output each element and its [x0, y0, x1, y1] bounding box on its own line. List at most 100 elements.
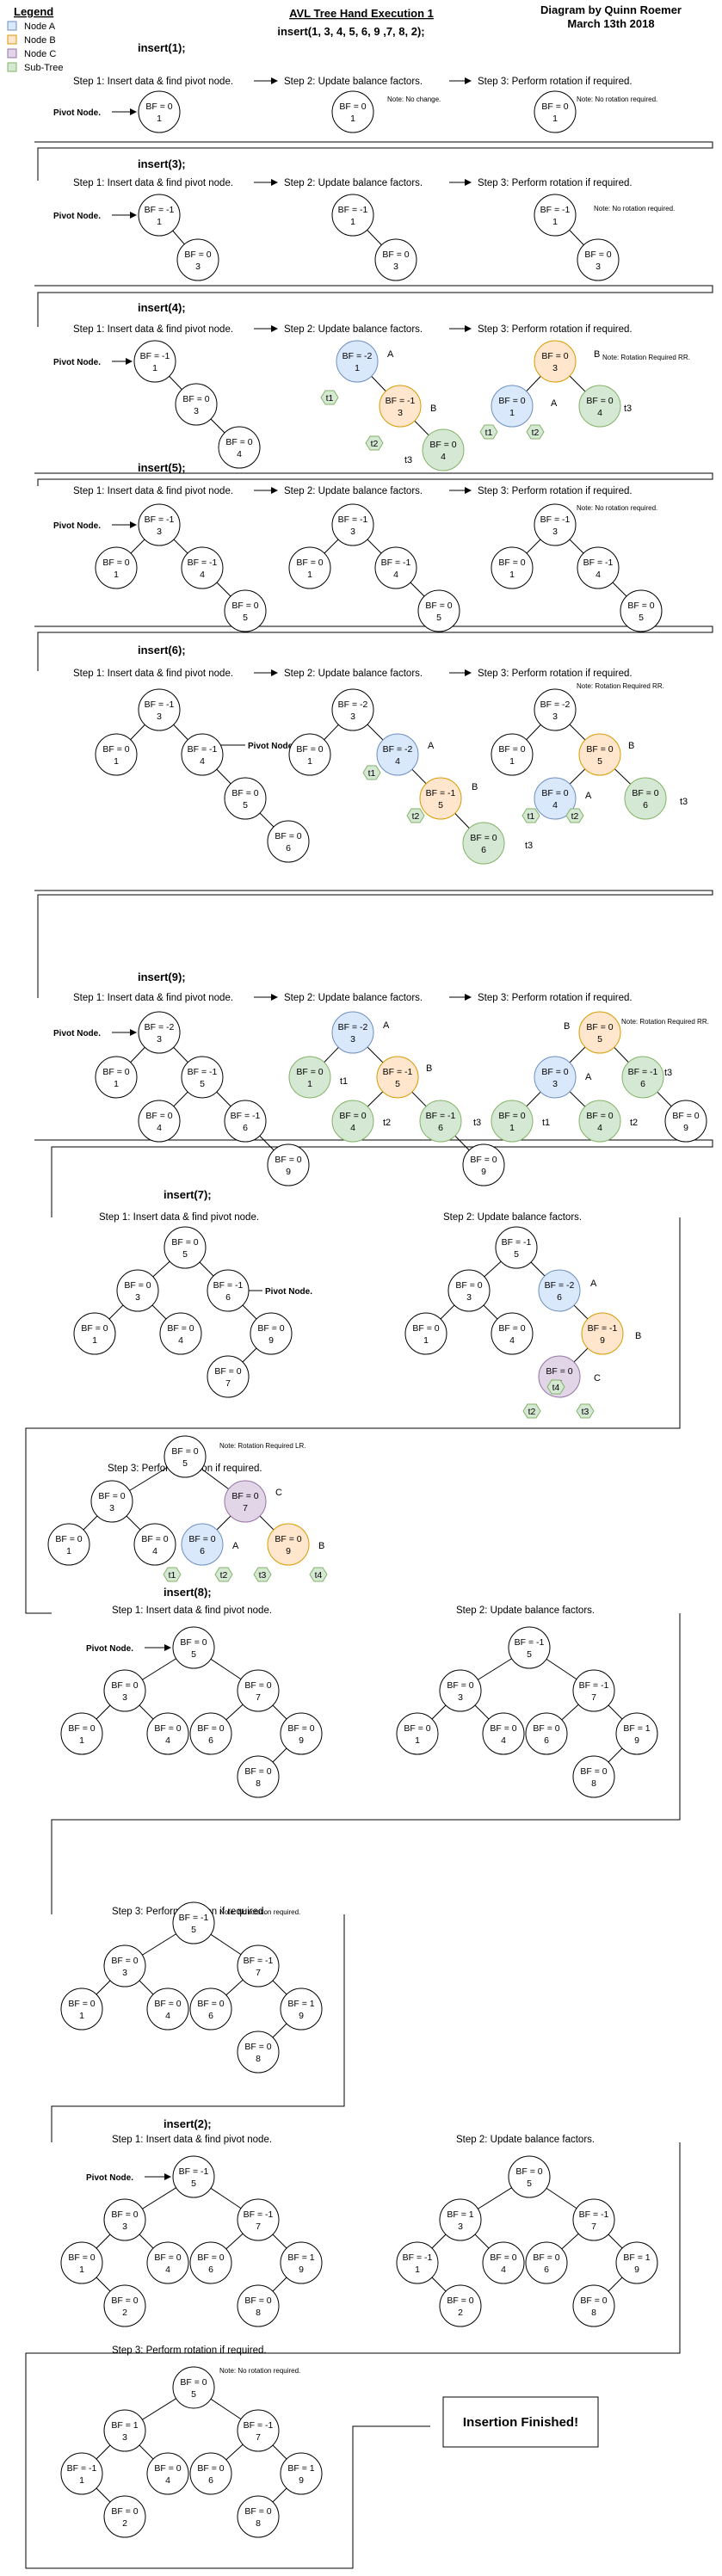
step-2-label: Step 2: Update balance factors.: [284, 77, 423, 87]
tree-node-circle: [376, 1056, 419, 1099]
tree-node-circle: [508, 1626, 551, 1669]
node-balance-factor: BF = 0: [231, 1491, 258, 1501]
note-label: Note: No rotation required.: [219, 2367, 300, 2375]
node-balance-factor: BF = 0: [55, 1534, 82, 1544]
tree-node: BF = 05: [578, 733, 621, 776]
tree-node: BF = 04: [146, 2452, 189, 2495]
node-key: 4: [237, 449, 242, 459]
tree-node: BF = 19: [280, 2452, 323, 2495]
tree-node: BF = 04: [138, 1100, 181, 1143]
node-balance-factor: BF = -1: [583, 558, 614, 568]
role-label: B: [430, 404, 436, 414]
node-key: 6: [208, 1735, 213, 1746]
tree-node-circle: [189, 2452, 232, 2495]
node-key: 7: [256, 1968, 261, 1978]
node-balance-factor: BF = -1: [540, 205, 571, 215]
node-key: 6: [544, 1735, 549, 1746]
node-balance-factor: BF = 0: [145, 1111, 172, 1121]
tree-node-circle: [439, 2284, 482, 2327]
tree-node-circle: [237, 2284, 280, 2327]
node-balance-factor: BF = 0: [296, 1067, 323, 1077]
step-1-label: Step 1: Insert data & find pivot node.: [73, 178, 233, 188]
tree-node: BF = 01: [60, 1712, 103, 1755]
step-1-label: Step 1: Insert data & find pivot node.: [73, 77, 233, 87]
section-title: insert(6);: [138, 644, 186, 656]
subtree-hexagon-shape: [163, 1567, 182, 1582]
node-key: 6: [643, 800, 648, 810]
tree-node-circle: [95, 1056, 138, 1099]
node-key: 5: [514, 1249, 519, 1260]
node-key: 3: [458, 2222, 463, 2232]
tree-node: BF = -13: [138, 688, 181, 731]
tree-node: BF = 01: [491, 1100, 534, 1143]
tree-node-circle: [60, 2241, 103, 2284]
tree-node: BF = 02: [103, 2284, 146, 2327]
tree-node: BF = 01: [95, 733, 138, 776]
tree-node: BF = 08: [237, 1755, 280, 1798]
step-3-label: Step 3: Perform rotation if required.: [478, 993, 633, 1003]
tree-node-circle: [103, 1944, 146, 1987]
node-balance-factor: BF = 0: [546, 1366, 572, 1377]
role-label: t3: [680, 797, 688, 807]
node-key: 3: [122, 2432, 127, 2443]
step-2-label: Step 2: Update balance factors.: [284, 669, 423, 679]
tree-node-circle: [331, 1100, 374, 1143]
node-key: 3: [350, 712, 355, 722]
step-1-label: Step 1: Insert data & find pivot node.: [99, 1212, 259, 1223]
tree-node-circle: [280, 1712, 323, 1755]
node-balance-factor: BF = 0: [580, 1766, 607, 1777]
tree-node-circle: [224, 589, 267, 632]
node-key: 5: [597, 756, 602, 767]
node-balance-factor: BF = 0: [382, 250, 409, 260]
node-key: 8: [256, 2518, 261, 2529]
node-key: 4: [165, 1735, 170, 1746]
tree-node-circle: [491, 1100, 534, 1143]
node-balance-factor: BF = -2: [342, 351, 373, 361]
tree-node: BF = 09: [267, 1143, 310, 1186]
tree-node-circle: [615, 2241, 658, 2284]
step-1-label: Step 1: Insert data & find pivot node.: [73, 669, 233, 679]
legend-swatch: [7, 21, 17, 31]
role-label: B: [635, 1331, 641, 1341]
flow-frame: [34, 141, 713, 181]
tree-node-circle: [379, 385, 422, 428]
tree-node-circle: [331, 90, 374, 133]
node-key: 9: [683, 1123, 688, 1133]
tree-node-circle: [189, 2241, 232, 2284]
flow-frame: [25, 1217, 681, 1614]
node-balance-factor: BF = -1: [244, 1956, 274, 1966]
role-label: C: [275, 1488, 282, 1498]
tree-node-circle: [237, 2031, 280, 2074]
node-balance-factor: BF = 0: [111, 1956, 138, 1966]
tree-node: BF = 04: [482, 2241, 525, 2284]
tree-node-circle: [138, 194, 181, 237]
node-balance-factor: BF = 0: [180, 2377, 207, 2388]
tree-node: BF = 01: [95, 546, 138, 589]
tree-node: BF = -17: [572, 2198, 615, 2241]
tree-node: BF = 01: [288, 1056, 331, 1099]
tree-node: BF = 04: [578, 385, 621, 428]
node-balance-factor: BF = 0: [68, 1999, 95, 2009]
insertion-finished-label: Insertion Finished!: [463, 2415, 578, 2430]
node-balance-factor: BF = -1: [145, 205, 175, 215]
subtree-hexagon-shape: [365, 435, 384, 451]
flow-frame: [34, 626, 713, 671]
node-balance-factor: BF = 0: [225, 437, 252, 447]
tree-node: BF = 08: [237, 2495, 280, 2538]
flow-frame: [34, 1139, 713, 1217]
node-key: 4: [595, 570, 601, 580]
node-key: 9: [634, 2265, 639, 2275]
node-key: 1: [157, 114, 162, 124]
tree-node: BF = -15: [376, 1056, 419, 1099]
node-balance-factor: BF = 0: [339, 102, 366, 112]
note-label: Note: No rotation required.: [577, 504, 657, 512]
subtree-hexagon: t2: [214, 1567, 233, 1582]
tree-node: BF = 01: [288, 546, 331, 589]
node-key: 6: [544, 2265, 549, 2275]
tree-node-circle: [331, 1011, 374, 1054]
node-key: 4: [395, 756, 400, 767]
node-balance-factor: BF = -1: [381, 558, 411, 568]
subtree-label: t1: [326, 393, 334, 404]
subtree-hexagon: t1: [163, 1567, 182, 1582]
node-key: 6: [243, 1123, 248, 1133]
